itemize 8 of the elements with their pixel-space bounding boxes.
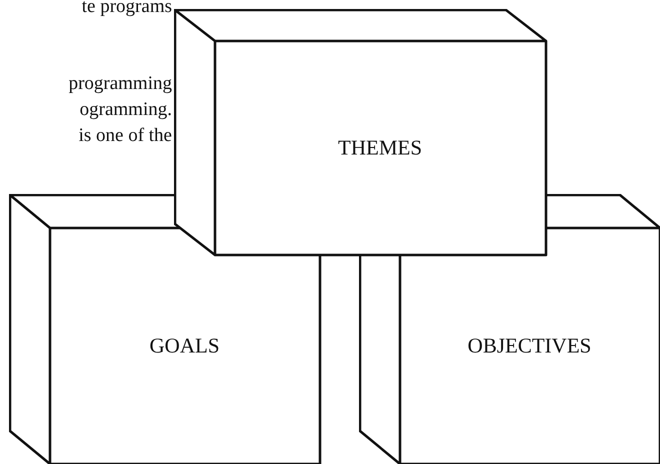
text-fragment: te programs	[82, 0, 172, 18]
text-fragment: ogramming.	[80, 99, 172, 121]
block-label: THEMES	[338, 135, 422, 160]
block	[174, 9, 548, 257]
text-fragment: programming	[68, 73, 172, 95]
block-label: OBJECTIVES	[468, 333, 592, 358]
block-label: GOALS	[150, 333, 220, 358]
text-fragment: is one of the	[78, 125, 172, 147]
